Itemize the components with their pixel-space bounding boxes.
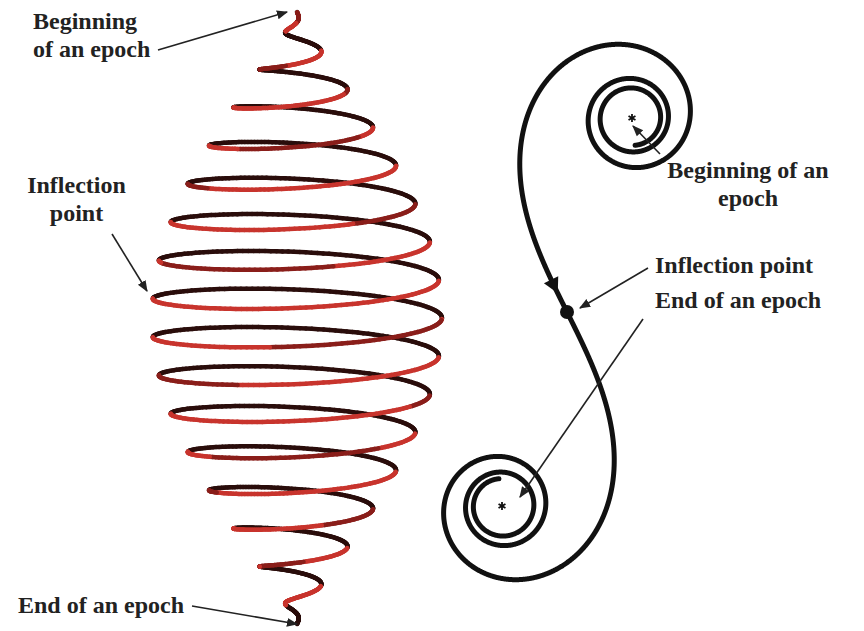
helix-stroke — [186, 182, 191, 187]
helix-stroke — [286, 26, 291, 31]
helix-stroke — [207, 144, 212, 149]
helix-stroke — [258, 67, 263, 72]
helix-stroke — [210, 145, 215, 150]
helix-stroke — [169, 221, 174, 226]
helix-stroke — [234, 106, 239, 111]
helix-stroke — [207, 144, 212, 149]
helix-stroke — [232, 106, 237, 111]
helix-stroke — [257, 67, 262, 72]
helix-stroke — [157, 259, 162, 264]
helix-stroke — [341, 82, 346, 87]
helix-stroke — [158, 375, 163, 380]
helix-stroke — [152, 298, 157, 303]
helix-stroke — [169, 221, 174, 226]
helix-stroke — [151, 298, 156, 303]
helix-stroke — [157, 258, 162, 263]
helix-stroke — [258, 564, 263, 569]
helix-stroke — [187, 183, 192, 188]
helix-stroke — [286, 27, 291, 32]
helix-stroke — [258, 67, 263, 72]
helix-stroke — [231, 105, 236, 110]
helix-stroke — [188, 183, 193, 188]
helix-stroke — [285, 27, 290, 32]
helix-stroke — [232, 106, 237, 111]
helix-stroke — [258, 67, 263, 72]
helix-stroke — [258, 67, 263, 72]
helix-stroke — [231, 105, 236, 110]
helix-stroke — [285, 27, 290, 32]
helix-stroke — [257, 67, 262, 72]
helix-stroke — [296, 618, 301, 623]
helix-stroke — [208, 144, 213, 149]
helix-stroke — [258, 67, 263, 72]
helix-stroke — [284, 28, 289, 33]
helix-stroke — [257, 67, 262, 72]
helix-stroke — [284, 28, 289, 33]
helix-stroke — [157, 259, 162, 264]
helix-stroke — [207, 143, 212, 148]
helix-stroke — [292, 609, 297, 614]
helix-stroke — [234, 106, 239, 111]
helix-stroke — [257, 67, 262, 72]
helix-stroke — [207, 144, 212, 149]
helix-spiral — [153, 12, 442, 624]
helix-stroke — [157, 374, 162, 379]
helix-stroke — [151, 335, 156, 340]
helix-stroke — [284, 28, 289, 33]
helix-stroke — [151, 297, 156, 302]
helix-stroke — [186, 182, 191, 187]
helix-stroke — [283, 29, 288, 34]
helix-stroke — [295, 19, 300, 24]
helix-stroke — [284, 28, 289, 33]
helix-stroke — [232, 105, 237, 110]
helix-stroke — [259, 67, 264, 72]
helix-stroke — [258, 564, 263, 569]
helix-stroke — [152, 336, 157, 341]
helix-stroke — [151, 336, 156, 341]
helix-stroke — [157, 373, 162, 378]
helix-stroke — [315, 44, 320, 49]
helix-stroke — [170, 221, 175, 226]
helix-stroke — [258, 67, 263, 72]
helix-stroke — [285, 28, 290, 33]
helix-stroke — [151, 296, 156, 301]
helix-stroke — [233, 106, 238, 111]
helix-stroke — [168, 220, 173, 225]
helix-stroke — [158, 260, 163, 265]
helix-stroke — [231, 105, 236, 110]
helix-stroke — [157, 374, 162, 379]
helix-stroke — [283, 30, 288, 35]
helix-stroke — [260, 67, 265, 72]
helix-stroke — [296, 619, 301, 624]
helix-stroke — [257, 67, 262, 72]
helix-stroke — [151, 335, 156, 340]
helix-stroke — [259, 67, 264, 72]
helix-stroke — [209, 144, 214, 149]
helix-stroke — [168, 220, 173, 225]
helix-stroke — [285, 27, 290, 32]
helix-stroke — [157, 373, 162, 378]
helix-stroke — [286, 27, 291, 32]
helix-stroke — [185, 182, 190, 187]
helix-stroke — [231, 105, 236, 110]
helix-stroke — [151, 297, 156, 302]
helix-stroke — [296, 619, 301, 624]
helix-stroke — [283, 29, 288, 34]
helix-stroke — [260, 67, 265, 72]
helix-stroke — [186, 183, 191, 188]
